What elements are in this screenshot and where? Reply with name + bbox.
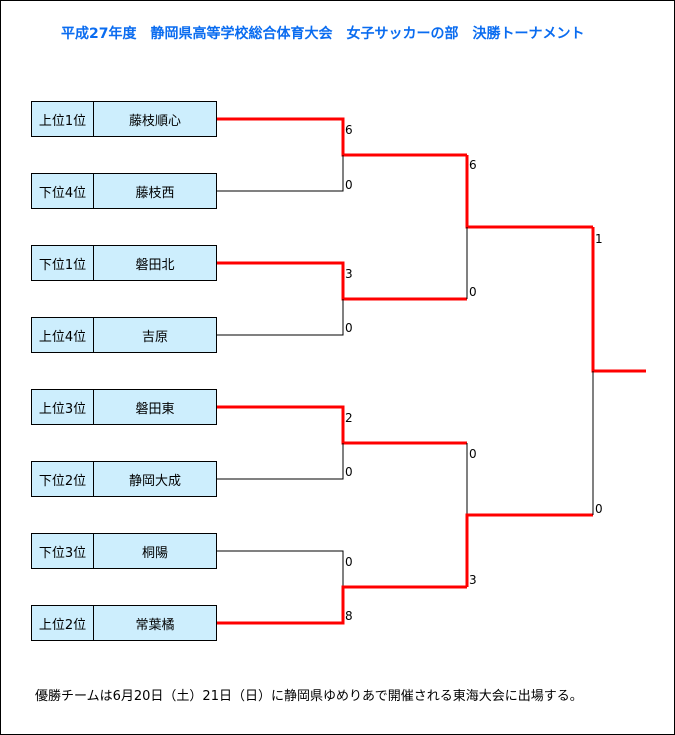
winner-line [591, 227, 646, 373]
team-name: 常葉橘 [135, 617, 175, 633]
score: 3 [469, 573, 477, 587]
score: 0 [469, 285, 477, 299]
score: 0 [469, 447, 477, 461]
winner-line [465, 513, 593, 587]
team-seed: 下位3位 [32, 534, 94, 568]
team-seed: 上位3位 [32, 390, 94, 424]
winner-line [217, 585, 467, 625]
team-seed: 下位2位 [32, 462, 94, 496]
score: 6 [345, 123, 353, 137]
team-seed: 上位2位 [32, 606, 94, 640]
winner-line [217, 117, 467, 157]
score: 0 [345, 321, 353, 335]
team-seed: 下位1位 [32, 246, 94, 280]
team-name: 静岡大成 [128, 473, 181, 489]
team-name: 磐田東 [135, 401, 175, 417]
team-name: 藤枝順心 [128, 113, 181, 129]
team-box: 上位2位 常葉橘 [31, 605, 217, 641]
score: 8 [345, 609, 353, 623]
team-box: 上位3位 磐田東 [31, 389, 217, 425]
score: 6 [469, 158, 477, 172]
team-box: 下位1位 磐田北 [31, 245, 217, 281]
team-box: 下位2位 静岡大成 [31, 461, 217, 497]
score: 2 [345, 411, 353, 425]
winner-line [217, 405, 467, 445]
winner-line [465, 155, 593, 229]
team-name: 桐陽 [141, 545, 168, 561]
team-seed: 上位1位 [32, 102, 94, 136]
loser-line [217, 155, 344, 192]
winner-line [217, 261, 467, 301]
loser-line [217, 550, 344, 587]
page-title: 平成27年度 静岡県高等学校総合体育大会 女子サッカーの部 決勝トーナメント [61, 26, 585, 42]
team-name: 吉原 [141, 329, 168, 345]
score: 1 [595, 232, 603, 246]
score: 0 [595, 502, 603, 516]
team-name: 磐田北 [135, 257, 175, 273]
team-name: 藤枝西 [135, 185, 175, 201]
footnote: 優勝チームは6月20日（土）21日（日）に静岡県ゆめりあで開催される東海大会に出… [35, 689, 583, 704]
team-box: 下位4位 藤枝西 [31, 173, 217, 209]
team-seed: 上位4位 [32, 318, 94, 352]
loser-line [217, 299, 344, 336]
team-box: 下位3位 桐陽 [31, 533, 217, 569]
team-box: 上位1位 藤枝順心 [31, 101, 217, 137]
team-box: 上位4位 吉原 [31, 317, 217, 353]
loser-line [217, 443, 344, 480]
score: 0 [345, 465, 353, 479]
score: 3 [345, 267, 353, 281]
team-seed: 下位4位 [32, 174, 94, 208]
score: 0 [345, 178, 353, 192]
score: 0 [345, 555, 353, 569]
